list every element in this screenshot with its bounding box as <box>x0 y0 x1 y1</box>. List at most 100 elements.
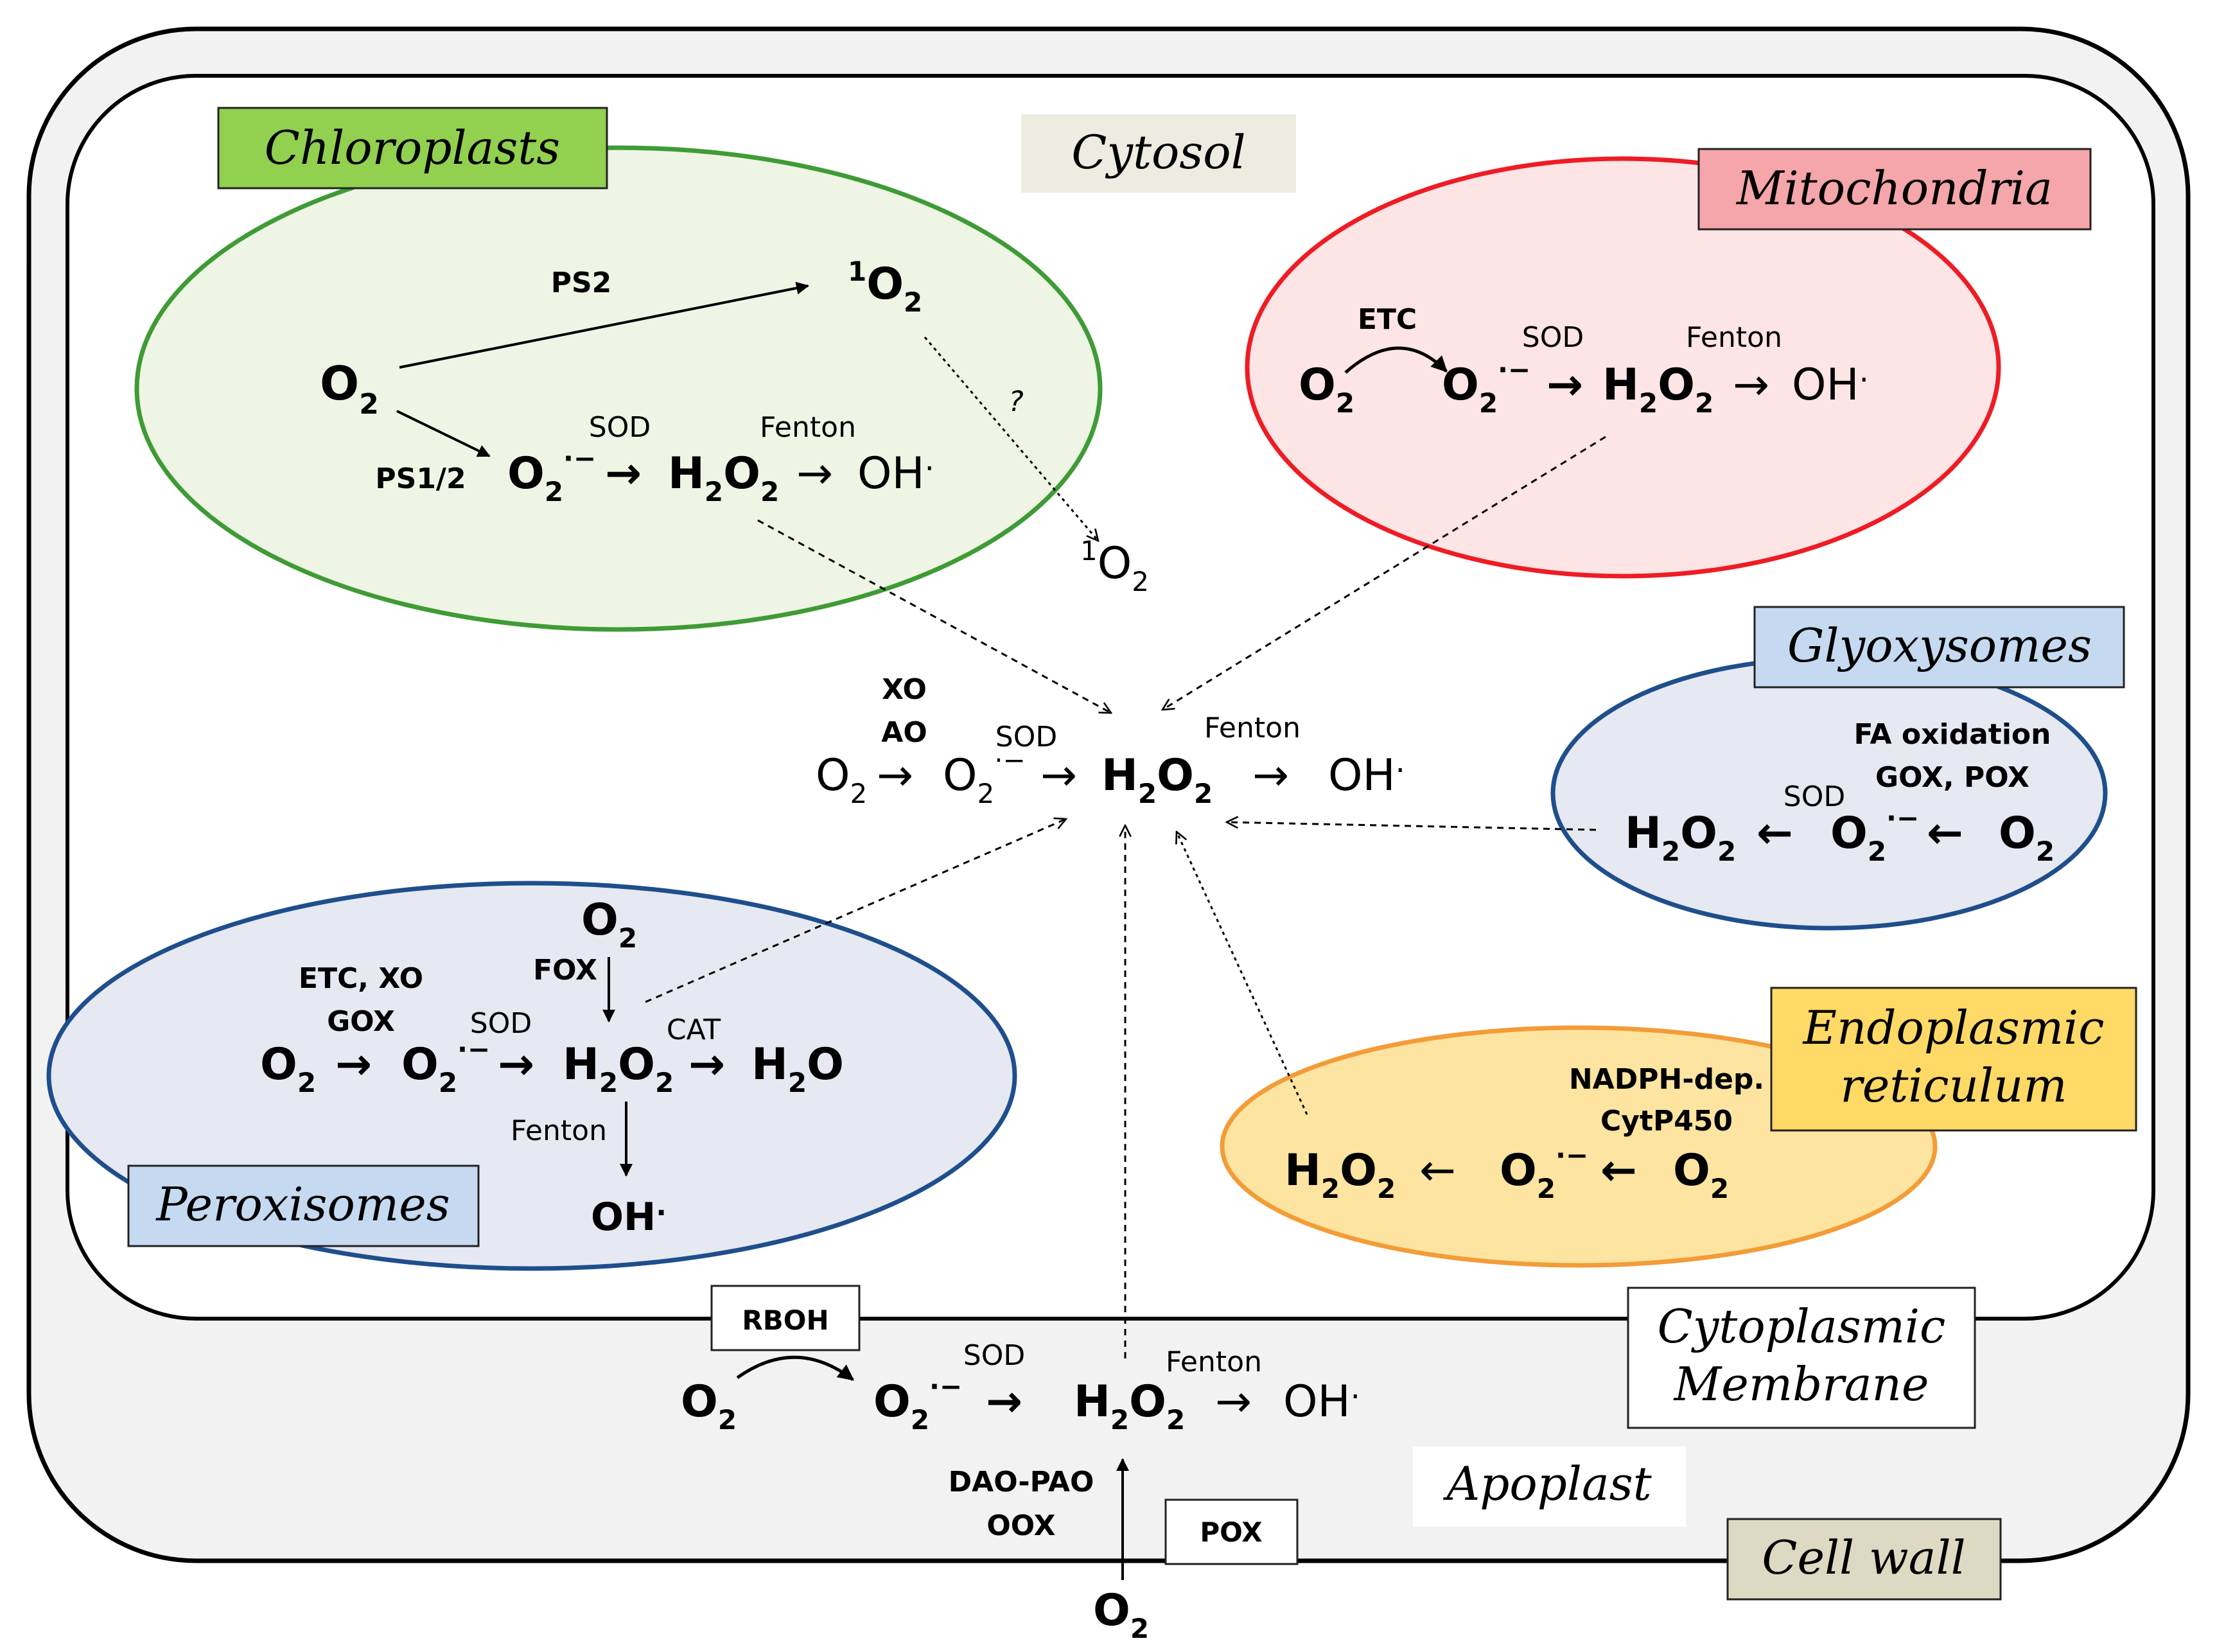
chloro-fenton-label: Fenton <box>760 411 856 444</box>
perox-cat-label: CAT <box>667 1014 721 1046</box>
perox-arrow-3: → <box>688 1039 725 1090</box>
er-o2: O2 <box>1673 1145 1729 1204</box>
mito-superoxide: O2·− <box>1442 354 1530 419</box>
singlet-export-arrow <box>924 337 1098 541</box>
cytosol-sod-label: SOD <box>995 721 1057 753</box>
apo-superoxide: O2·− <box>873 1371 962 1436</box>
glyoxysome-h2o2-export-arrow <box>1227 822 1597 831</box>
apo-arrow-1: → <box>986 1376 1022 1427</box>
mito-arrow-1: → <box>1547 360 1583 410</box>
cytosol-label: Cytosol <box>1071 125 1245 179</box>
cytosol-arrow-1: → <box>877 750 913 801</box>
glyoxysome-o2: O2 <box>1999 808 2055 867</box>
mito-etc-label: ETC <box>1358 303 1417 336</box>
er-h2o2: H2O2 <box>1284 1145 1396 1204</box>
cytosol-arrow-2: → <box>1040 750 1077 801</box>
glyoxysomes-label: Glyoxysomes <box>1787 619 2092 672</box>
perox-sod-label: SOD <box>470 1007 532 1040</box>
membrane-label-line1: Cytoplasmic <box>1658 1299 1946 1353</box>
chloro-arrow-2: → <box>796 448 833 499</box>
question-mark: ? <box>1008 385 1023 418</box>
cytosol-h2o2: H2O2 <box>1101 750 1213 809</box>
mitochondria-ellipse <box>1245 156 2001 579</box>
perox-top-o2: O2 <box>581 895 637 954</box>
cell-wall-label: Cell wall <box>1762 1531 1965 1585</box>
perox-arrow-1: → <box>335 1039 372 1090</box>
glyoxysome-arrow-2: ← <box>1927 808 1963 859</box>
apoplast-label: Apoplast <box>1442 1457 1652 1511</box>
glyoxysome-sod-label: SOD <box>1783 780 1845 813</box>
apoplast-label-box <box>1413 1446 1686 1527</box>
apo-sod-label: SOD <box>963 1339 1025 1372</box>
chloroplasts-label: Chloroplasts <box>265 121 560 175</box>
cytosol-arrow-3: → <box>1252 750 1289 801</box>
apo-o2: O2 <box>681 1376 737 1436</box>
ps2-label: PS2 <box>551 267 612 299</box>
ps2-arrow <box>399 281 809 369</box>
dao-pao-label: DAO-PAO <box>949 1466 1094 1498</box>
cytosol-ao-label: AO <box>881 716 927 749</box>
chloro-sod-label: SOD <box>589 411 651 444</box>
perox-arrow-2: → <box>498 1039 534 1090</box>
chloro-h2o2: H2O2 <box>668 448 779 507</box>
glyoxysome-superoxide: O2·− <box>1830 802 1919 867</box>
chloro-h2o2-export-arrow <box>757 519 1111 713</box>
er-cytp450-label: CytP450 <box>1600 1105 1733 1138</box>
chloro-o2: O2 <box>320 356 379 421</box>
mito-o2: O2 <box>1299 360 1354 419</box>
apo-arrow-2: → <box>1215 1376 1252 1427</box>
peroxisome-h2o2-export-arrow <box>645 819 1066 1003</box>
chloroplasts-label-box <box>217 107 608 189</box>
cytosol-superoxide: O2·− <box>943 744 1026 809</box>
cytosol-o2: O2 <box>816 750 867 809</box>
rboh-arrow <box>736 1355 854 1381</box>
pox-label: POX <box>1200 1516 1262 1548</box>
mito-etc-arrow <box>1344 346 1448 374</box>
peroxisomes-label-box <box>127 1164 480 1247</box>
er-label-line2: reticulum <box>1840 1059 2067 1112</box>
membrane-label-box <box>1627 1287 1976 1429</box>
er-h2o2-export-arrow <box>1177 832 1308 1115</box>
apo-fenton-label: Fenton <box>1166 1346 1262 1378</box>
chloro-oh: OH· <box>857 448 934 499</box>
fox-label: FOX <box>533 954 597 987</box>
chloro-singlet-o2: 1O2 <box>848 256 922 318</box>
cytosol-oh: OH· <box>1328 750 1405 801</box>
er-arrow-1: ← <box>1419 1145 1456 1196</box>
mitochondria-label-box <box>1697 148 2092 231</box>
rboh-label: RBOH <box>742 1305 828 1336</box>
perox-fenton-label: Fenton <box>511 1114 607 1147</box>
rboh-box <box>710 1285 861 1351</box>
glyoxysome-h2o2: H2O2 <box>1625 808 1736 867</box>
cytosol-label-box <box>1021 114 1296 193</box>
chloro-superoxide: O2·− <box>507 443 596 507</box>
cell-wall-label-box <box>1726 1518 2002 1601</box>
perox-superoxide: O2·− <box>401 1033 490 1098</box>
mito-fenton-label: Fenton <box>1686 321 1782 354</box>
membrane-label-line2: Membrane <box>1672 1357 1929 1411</box>
mito-sod-label: SOD <box>1522 321 1584 354</box>
gox-pox-label: GOX, POX <box>1875 761 2029 794</box>
perox-etc-xo-label: ETC, XO <box>299 962 423 995</box>
fa-oxidation-label: FA oxidation <box>1854 718 2051 751</box>
cytosol-fenton-label: Fenton <box>1204 712 1301 744</box>
peroxisomes-label: Peroxisomes <box>155 1177 450 1231</box>
perox-oh: OH· <box>591 1195 667 1240</box>
mitochondria-label: Mitochondria <box>1735 161 2053 215</box>
cytosol-singlet-o2: 1O2 <box>1080 535 1149 597</box>
chloro-arrow-1: → <box>605 448 642 499</box>
er-superoxide: O2·− <box>1500 1139 1588 1204</box>
pox-box <box>1164 1498 1299 1565</box>
ps12-label: PS1/2 <box>375 462 466 495</box>
glyoxysome-arrow-1: ← <box>1757 808 1793 859</box>
perox-gox-label: GOX <box>327 1005 395 1038</box>
er-ellipse <box>1220 1025 1938 1268</box>
mito-arrow-2: → <box>1733 360 1769 410</box>
mito-oh: OH· <box>1792 360 1869 410</box>
chloroplast-ellipse <box>134 145 1103 632</box>
perox-o2: O2 <box>260 1039 316 1098</box>
cell-wall-o2: O2 <box>1093 1585 1149 1644</box>
mito-h2o2: H2O2 <box>1602 360 1713 419</box>
er-nadph-label: NADPH-dep. <box>1569 1063 1764 1096</box>
